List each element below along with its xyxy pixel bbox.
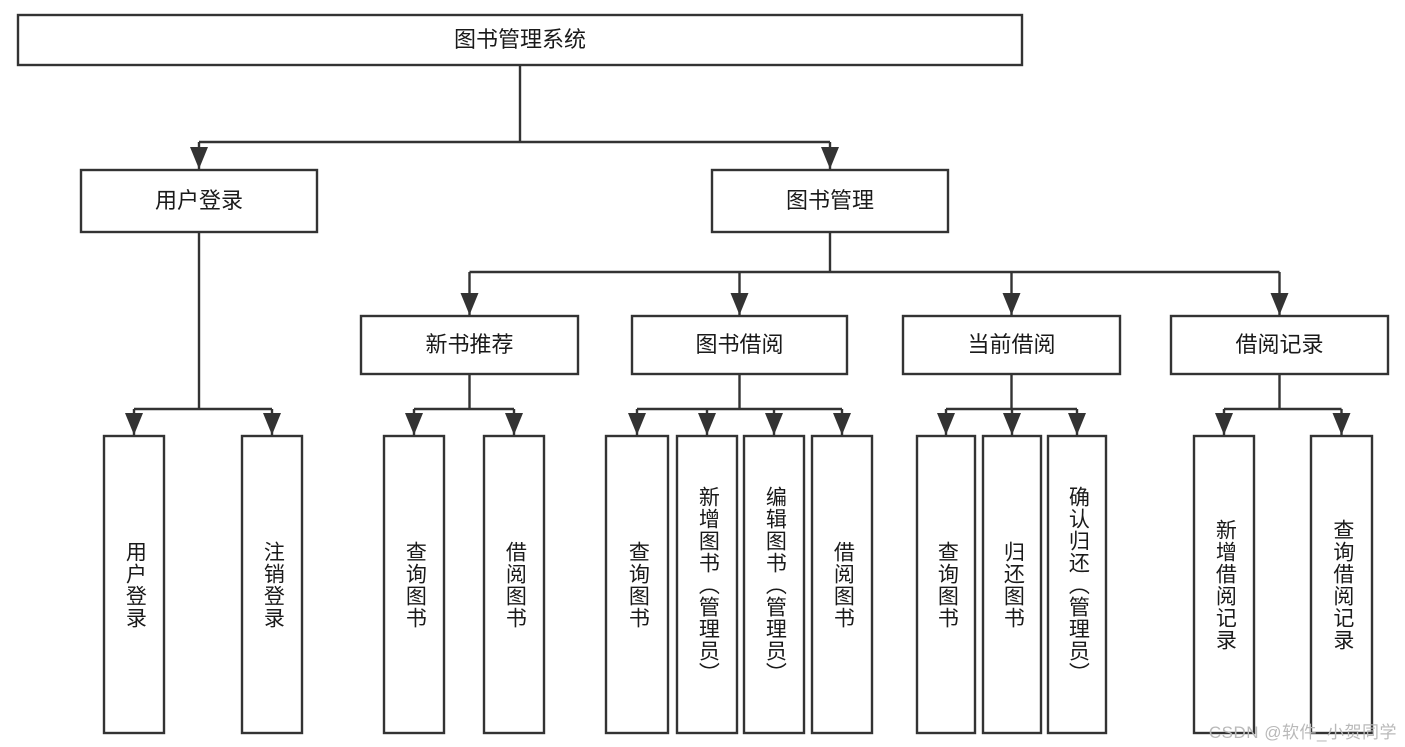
node-book-borrow[interactable] bbox=[630, 314, 849, 376]
arrow-head-book-manage-2 bbox=[1002, 293, 1021, 315]
node-current-borrow-label: 当前借阅 bbox=[967, 332, 1055, 357]
arrow-head-book-manage-0 bbox=[460, 293, 479, 315]
arrow-head-root-0 bbox=[190, 147, 208, 169]
node-leaf-user-login[interactable] bbox=[102, 434, 166, 735]
node-leaf-return-book[interactable] bbox=[981, 434, 1043, 735]
arrow-head-book-borrow-1 bbox=[698, 413, 716, 435]
node-borrow-record[interactable] bbox=[1169, 314, 1390, 376]
connector-layer bbox=[125, 65, 1351, 435]
arrow-head-new-book-recommend-1 bbox=[505, 413, 523, 435]
node-root-book-management-system[interactable] bbox=[16, 13, 1024, 67]
arrow-head-book-manage-1 bbox=[730, 293, 749, 315]
node-borrow-record-label: 借阅记录 bbox=[1235, 332, 1323, 357]
arrow-head-user-login-1 bbox=[263, 413, 281, 435]
node-book-manage[interactable] bbox=[710, 168, 950, 234]
node-leaf-user-logout[interactable] bbox=[240, 434, 304, 735]
node-leaf-confirm-return[interactable] bbox=[1046, 434, 1108, 735]
node-leaf-add-record[interactable] bbox=[1192, 434, 1256, 735]
node-leaf-borrow-book-1[interactable] bbox=[482, 434, 546, 735]
node-new-book-recommend-label: 新书推荐 bbox=[425, 332, 513, 357]
node-leaf-query-book-3[interactable] bbox=[915, 434, 977, 735]
node-leaf-borrow-book-2[interactable] bbox=[810, 434, 874, 735]
node-root-label: 图书管理系统 bbox=[454, 27, 586, 52]
arrow-head-new-book-recommend-0 bbox=[405, 413, 423, 435]
node-leaf-query-record[interactable] bbox=[1309, 434, 1374, 735]
node-book-borrow-label: 图书借阅 bbox=[695, 332, 783, 357]
arrow-head-current-borrow-2 bbox=[1068, 413, 1086, 435]
arrow-head-book-borrow-0 bbox=[628, 413, 646, 435]
node-box-layer bbox=[16, 13, 1390, 735]
node-new-book-recommend[interactable] bbox=[359, 314, 580, 376]
arrow-head-user-login-0 bbox=[125, 413, 143, 435]
arrow-head-borrow-record-1 bbox=[1332, 413, 1351, 435]
node-current-borrow[interactable] bbox=[901, 314, 1122, 376]
node-leaf-add-book[interactable] bbox=[675, 434, 739, 735]
arrow-head-book-manage-3 bbox=[1270, 293, 1289, 315]
arrow-head-root-1 bbox=[821, 147, 839, 169]
node-book-manage-label: 图书管理 bbox=[786, 188, 874, 213]
arrow-head-book-borrow-2 bbox=[765, 413, 783, 435]
node-user-login-label: 用户登录 bbox=[155, 188, 243, 213]
csdn-watermark: CSDN @软件_小贺同学 bbox=[1208, 723, 1397, 742]
node-user-login[interactable] bbox=[79, 168, 319, 234]
arrow-head-book-borrow-3 bbox=[833, 413, 851, 435]
arrow-head-current-borrow-0 bbox=[937, 413, 955, 435]
node-leaf-query-book-1[interactable] bbox=[382, 434, 446, 735]
arrow-head-current-borrow-1 bbox=[1003, 413, 1021, 435]
node-leaf-query-book-2[interactable] bbox=[604, 434, 670, 735]
node-leaf-edit-book[interactable] bbox=[742, 434, 806, 735]
arrow-head-borrow-record-0 bbox=[1215, 413, 1233, 435]
